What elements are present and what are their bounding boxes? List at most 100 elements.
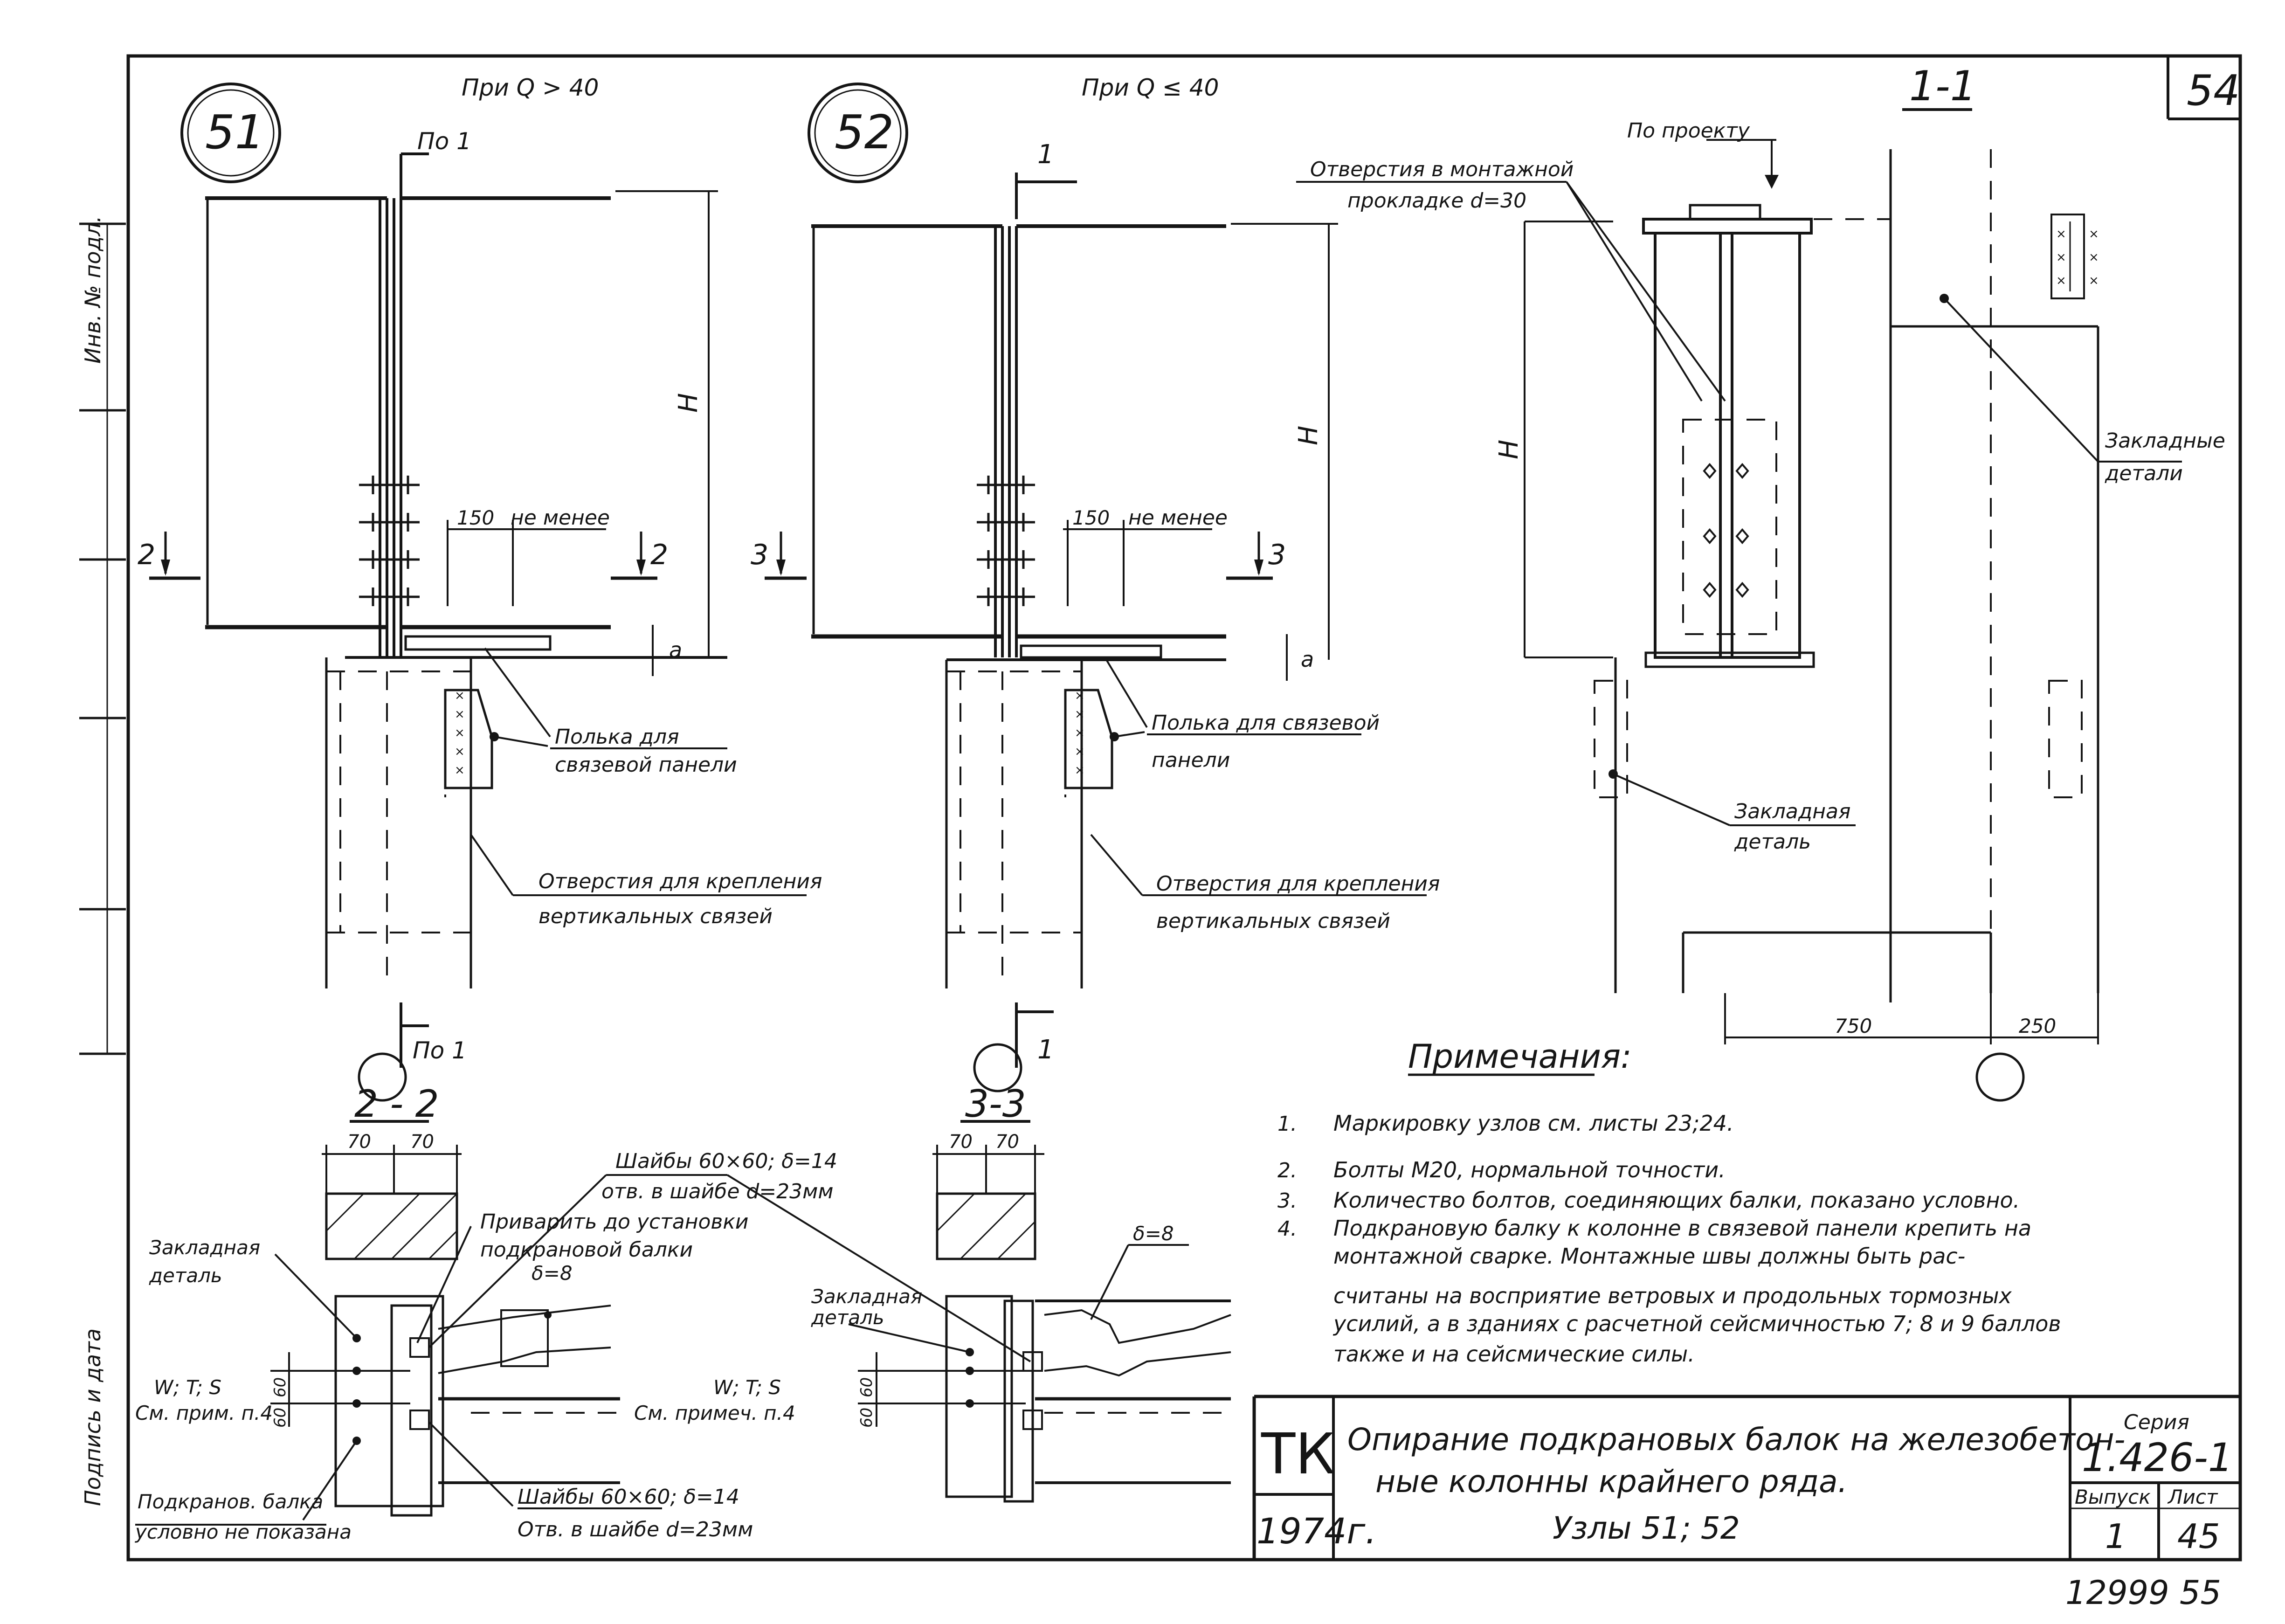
section-1-1-embedded-right-2: детали — [2105, 462, 2183, 485]
note-number: 3. — [1277, 1189, 1297, 1213]
node-51-dim-150: 150 — [457, 506, 494, 529]
node-52-section-right: 3 — [1268, 539, 1286, 571]
section-2-2-dim-60b: 60 — [271, 1408, 290, 1428]
note-text-line: Маркировку узлов см. листы 23;24. — [1333, 1111, 1734, 1136]
node-52-leader1-line1: Полька для связевой — [1152, 711, 1380, 735]
node-52-dim-150: 150 — [1072, 506, 1110, 529]
sheet-value: 45 — [2177, 1517, 2220, 1556]
note-text-line: также и на сейсмические силы. — [1333, 1341, 1695, 1367]
section-2-2-beam-1: Подкранов. балка — [138, 1490, 323, 1513]
node-51-leader1-line2: связевой панели — [555, 753, 737, 777]
node-51-leader1-line1: Полька для — [555, 725, 679, 749]
svg-text:×: × — [1075, 726, 1085, 740]
sheet-frame — [126, 54, 2242, 1562]
section-1-1-drawing: ××× ××× — [1296, 108, 2182, 1102]
node-52-leader2-line1: Отверстия для крепления — [1156, 872, 1440, 896]
section-3-3-see-note: См. примеч. п.4 — [634, 1402, 795, 1424]
section-1-1-embedded-right-1: Закладные — [2105, 429, 2225, 453]
title-block-org: ТК — [1261, 1422, 1335, 1487]
node-52-dim-h: H — [1293, 426, 1324, 445]
series-label: Серия — [2124, 1410, 2189, 1434]
svg-text:×: × — [455, 745, 465, 759]
node-51-not-less: не менее — [511, 506, 610, 530]
margin-vertical-text-top: Инв. № подл. — [80, 216, 105, 364]
node-52-section-left: 3 — [751, 539, 768, 571]
svg-text:×: × — [2056, 274, 2066, 288]
node-51-section-left: 2 — [138, 539, 155, 571]
svg-text:×: × — [2089, 274, 2099, 288]
section-2-2-wts: W; T; S — [154, 1376, 221, 1399]
svg-text:×: × — [455, 726, 465, 740]
note-text-line: усилий, а в зданиях с расчетной сейсмичн… — [1332, 1311, 2061, 1336]
section-1-1-embedded-center-2: деталь — [1734, 830, 1811, 854]
note-number: 4. — [1277, 1217, 1297, 1241]
section-2-2-washer-top-2: отв. в шайбе d=23мм — [601, 1180, 834, 1203]
section-1-1-dim-250: 250 — [2019, 1015, 2056, 1037]
section-1-1-dim-750: 750 — [1835, 1015, 1872, 1037]
section-3-3-wts: W; T; S — [713, 1376, 781, 1399]
svg-text:×: × — [1075, 763, 1085, 777]
node-51-leader2-line1: Отверстия для крепления — [538, 870, 822, 893]
sheet-label: Лист — [2167, 1486, 2218, 1508]
section-3-3-embedded-1: Закладная — [811, 1285, 922, 1308]
node-52-drawing: ××××× — [765, 83, 1427, 1092]
section-2-2-beam-2: условно не показана — [134, 1520, 352, 1543]
section-2-2-washer-bot-1: Шайбы 60×60; δ=14 — [518, 1485, 739, 1509]
node-51-drawing: × × × × × — [149, 83, 807, 1102]
margin-vertical-text-bottom: Подпись и дата — [80, 1328, 105, 1506]
svg-text:×: × — [455, 689, 465, 703]
section-2-2-see-note: См. прим. п.4 — [135, 1402, 273, 1424]
section-2-2-embedded-1: Закладная — [149, 1236, 260, 1259]
section-1-1-dim-h: H — [1494, 440, 1524, 459]
svg-text:×: × — [455, 763, 465, 777]
svg-text:×: × — [2089, 227, 2099, 241]
node-51-leader2-line2: вертикальных связей — [538, 905, 773, 928]
node-52-cut-bottom: 1 — [1037, 1035, 1054, 1065]
section-2-2-weld-2: подкрановой балки — [480, 1238, 693, 1262]
issue-value: 1 — [2105, 1517, 2126, 1556]
node-52-leader1-line2: панели — [1152, 748, 1230, 772]
note-number: 1. — [1277, 1112, 1297, 1136]
section-3-3-dim-60b: 60 — [857, 1408, 876, 1428]
node-51-dim-a: a — [669, 637, 682, 663]
note-text-line: Количество болтов, соединяющих балки, по… — [1333, 1188, 2020, 1213]
section-3-3-dim-70b: 70 — [995, 1131, 1019, 1153]
svg-text:×: × — [1075, 689, 1085, 703]
note-text-line: монтажной сварке. Монтажные швы должны б… — [1333, 1244, 1965, 1269]
section-2-2-dim-70b: 70 — [410, 1131, 434, 1153]
node-52-dim-a: a — [1301, 647, 1314, 672]
node-52-cut-top: 1 — [1037, 139, 1054, 170]
svg-text:×: × — [1075, 707, 1085, 721]
section-2-2-delta: δ=8 — [532, 1262, 573, 1285]
title-block-title-line3: Узлы 51; 52 — [1553, 1510, 1740, 1546]
sheet-number: 54 — [2187, 66, 2240, 115]
node-51-cut-bottom: По 1 — [413, 1037, 467, 1064]
section-3-3-dim-60a: 60 — [857, 1377, 876, 1397]
section-1-1-holes-line1: Отверстия в монтажной — [1310, 158, 1574, 181]
svg-text:×: × — [455, 707, 465, 721]
title-block-frame — [1252, 1395, 2240, 1560]
binding-margin — [79, 222, 126, 1055]
node-51-dim-h: H — [673, 393, 704, 413]
node-52-not-less: не менее — [1128, 506, 1228, 530]
section-2-2-washer-top-1: Шайбы 60×60; δ=14 — [615, 1149, 837, 1173]
section-3-3-drawing — [726, 1120, 1231, 1503]
section-2-2-washer-bot-2: Отв. в шайбе d=23мм — [518, 1518, 753, 1541]
title-block-year: 1974г. — [1256, 1510, 1377, 1552]
node-51-number: 51 — [205, 105, 264, 159]
section-3-3-delta: δ=8 — [1133, 1222, 1174, 1245]
section-3-3-dim-70a: 70 — [949, 1131, 973, 1153]
svg-text:×: × — [2089, 250, 2099, 264]
notes-list: 1. Маркировку узлов см. листы 23;24. 2. … — [1277, 1111, 2061, 1367]
svg-text:×: × — [2056, 227, 2066, 241]
section-2-2-embedded-2: деталь — [149, 1264, 222, 1287]
node-51-cut-top: По 1 — [417, 128, 471, 155]
notes-title: Примечания: — [1408, 1037, 1632, 1076]
section-1-1-by-project: По проекту — [1627, 119, 1750, 143]
series-value: 1.426-1 — [2082, 1435, 2233, 1480]
node-52-condition: При Q ≤ 40 — [1082, 74, 1219, 101]
issue-label: Выпуск — [2075, 1486, 2151, 1508]
section-3-3-embedded-2: деталь — [811, 1306, 884, 1329]
section-2-2-drawing — [135, 1120, 727, 1526]
note-text-line: считаны на восприятие ветровых и продоль… — [1333, 1283, 2012, 1308]
